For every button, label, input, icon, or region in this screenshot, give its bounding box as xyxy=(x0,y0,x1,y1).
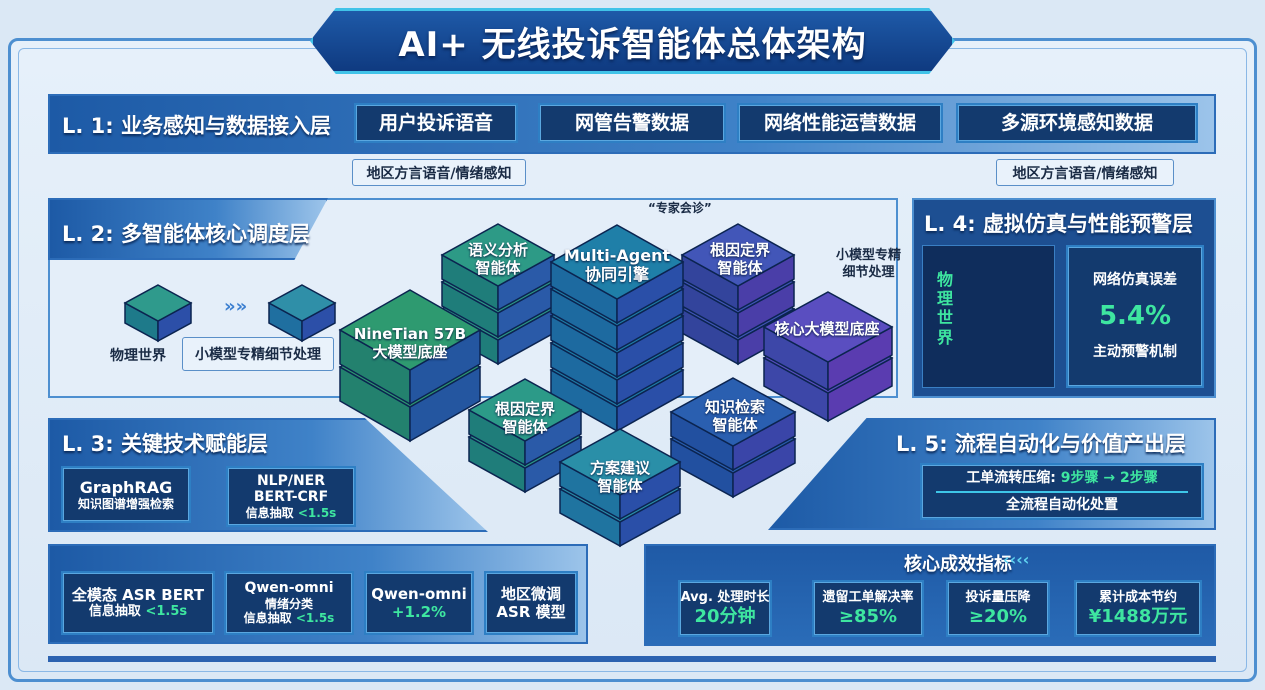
tech-latency: <1.5s xyxy=(145,604,188,620)
tech-name: 地区微调 xyxy=(500,585,561,603)
progress-arrow-line xyxy=(936,490,1188,493)
knowledge-cube-top-face xyxy=(669,377,797,447)
layer1-title: L. 1: 业务感知与数据接入层 xyxy=(62,114,331,138)
cube-ninetian-base: NineTian 57B 大模型底座 xyxy=(353,325,467,361)
tech-qwen-omni: Qwen-omni+1.2% xyxy=(364,571,474,635)
layer2-title: L. 2: 多智能体核心调度层 xyxy=(62,222,310,246)
kpi-label: 投诉量压降 xyxy=(965,589,1031,605)
tech-name: NLP/NER xyxy=(256,472,326,489)
core-cube-top-face xyxy=(762,291,894,363)
kpi-label: 遗留工单解决率 xyxy=(822,589,914,605)
tech-latency: <1.5s xyxy=(295,611,335,626)
cube-root-cause-bottom: 根因定界 智能体 xyxy=(494,400,555,436)
cube-core-model: 核心大模型底座 xyxy=(774,320,880,338)
title-banner: AI+ 无线投诉智能体总体架构 xyxy=(310,8,955,74)
kpi-label: 累计成本节约 xyxy=(1098,589,1177,605)
layer2-band xyxy=(48,198,328,260)
bottom-rail xyxy=(48,656,1216,662)
kpi-complaint-reduction: 投诉量压降≥20% xyxy=(946,580,1050,637)
expert-consult-label: “专家会诊” xyxy=(648,201,712,215)
semantic-cube-top-face xyxy=(440,223,556,287)
chevrons-icon: »» xyxy=(224,296,248,317)
cube-plan-suggestion: 方案建议 智能体 xyxy=(589,459,650,495)
layer3-title: L. 3: 关键技术赋能层 xyxy=(62,432,268,456)
warning-mechanism: 主动预警机制 xyxy=(1093,344,1177,361)
tech-desc: 知识图谱增强检索 xyxy=(77,496,174,511)
tech-gain: +1.2% xyxy=(391,603,447,621)
dialect-note-left: 地区方言语音/情绪感知 xyxy=(352,159,526,186)
kpi-value: ¥1488万元 xyxy=(1088,605,1188,627)
root-top-cube-top-face xyxy=(680,223,796,287)
kpi-value: 20分钟 xyxy=(694,605,756,627)
layer4-title: L. 4: 虚拟仿真与性能预警层 xyxy=(924,212,1193,236)
ninetian-cube-top-face xyxy=(338,289,482,371)
page-title: AI+ 无线投诉智能体总体架构 xyxy=(398,24,867,65)
tech-model: BERT-CRF xyxy=(253,489,329,506)
cube-root-cause-top: 根因定界 智能体 xyxy=(709,241,770,277)
auto-disposal: 全流程自动化处置 xyxy=(1006,496,1118,513)
tech-model: ASR 模型 xyxy=(496,603,566,621)
input-alarm: 网管告警数据 xyxy=(538,103,726,143)
chevrons-left-icon: ‹‹‹‹ xyxy=(1003,550,1030,569)
sim-error-value: 5.4% xyxy=(1098,300,1172,331)
input-performance: 网络性能运营数据 xyxy=(737,103,943,143)
tech-name: Qwen-omni xyxy=(371,585,467,603)
kpi-value: ≥85% xyxy=(838,605,898,627)
kpi-label: Avg. 处理时长 xyxy=(680,589,770,605)
tech-desc: 信息抽取 xyxy=(243,611,292,626)
plan-cube-top-face xyxy=(558,428,682,496)
input-environment: 多源环境感知数据 xyxy=(956,103,1198,143)
kpi-title: 核心成效指标 xyxy=(904,554,1012,575)
workflow-compression: 工单流转压缩: 9步骤 → 2步骤 全流程自动化处置 xyxy=(920,463,1204,520)
root-bottom-cube-top-face xyxy=(467,378,583,442)
input-voice: 用户投诉语音 xyxy=(354,103,518,143)
sim-error-label: 网络仿真误差 xyxy=(1093,272,1177,289)
multi-agent-cube-top-face xyxy=(549,224,685,300)
kpi-resolution-rate: 遗留工单解决率≥85% xyxy=(812,580,924,637)
simulation-metric: 网络仿真误差 5.4% 主动预警机制 xyxy=(1066,245,1204,388)
processed-cube-top-face xyxy=(267,284,337,322)
layer5-title: L. 5: 流程自动化与价值产出层 xyxy=(896,432,1186,456)
cube-semantic-agent: 语义分析 智能体 xyxy=(467,241,528,277)
cube-knowledge-retrieval: 知识检索 智能体 xyxy=(704,398,765,434)
dialect-note-right: 地区方言语音/情绪感知 xyxy=(996,159,1174,186)
tech-name: Qwen-omni xyxy=(244,580,334,597)
compress-label: 工单流转压缩: xyxy=(966,469,1056,486)
tech-desc: 信息抽取 xyxy=(88,604,141,620)
compress-value: 9步骤 → 2步骤 xyxy=(1060,469,1158,486)
physical-world-label: 物理世界 xyxy=(110,348,166,364)
tech-desc: 信息抽取 xyxy=(245,506,294,521)
simulation-visual xyxy=(922,245,1055,388)
small-model-note: 小模型专精细节处理 xyxy=(182,337,334,371)
kpi-cost-saving: 累计成本节约¥1488万元 xyxy=(1074,580,1202,637)
kpi-value: ≥20% xyxy=(968,605,1028,627)
small-model-right-note: 小模型专精 细节处理 xyxy=(836,248,902,280)
l4-physical-label: 物理世界 xyxy=(937,270,954,347)
cube-multi-agent-engine: Multi-Agent 协同引擎 xyxy=(563,246,671,285)
tech-task: 情绪分类 xyxy=(264,597,313,611)
tech-name: 全模态 ASR BERT xyxy=(71,586,205,605)
tech-name: GraphRAG xyxy=(79,477,173,497)
tech-latency: <1.5s xyxy=(297,506,337,521)
physical-cube-top-face xyxy=(123,284,193,322)
